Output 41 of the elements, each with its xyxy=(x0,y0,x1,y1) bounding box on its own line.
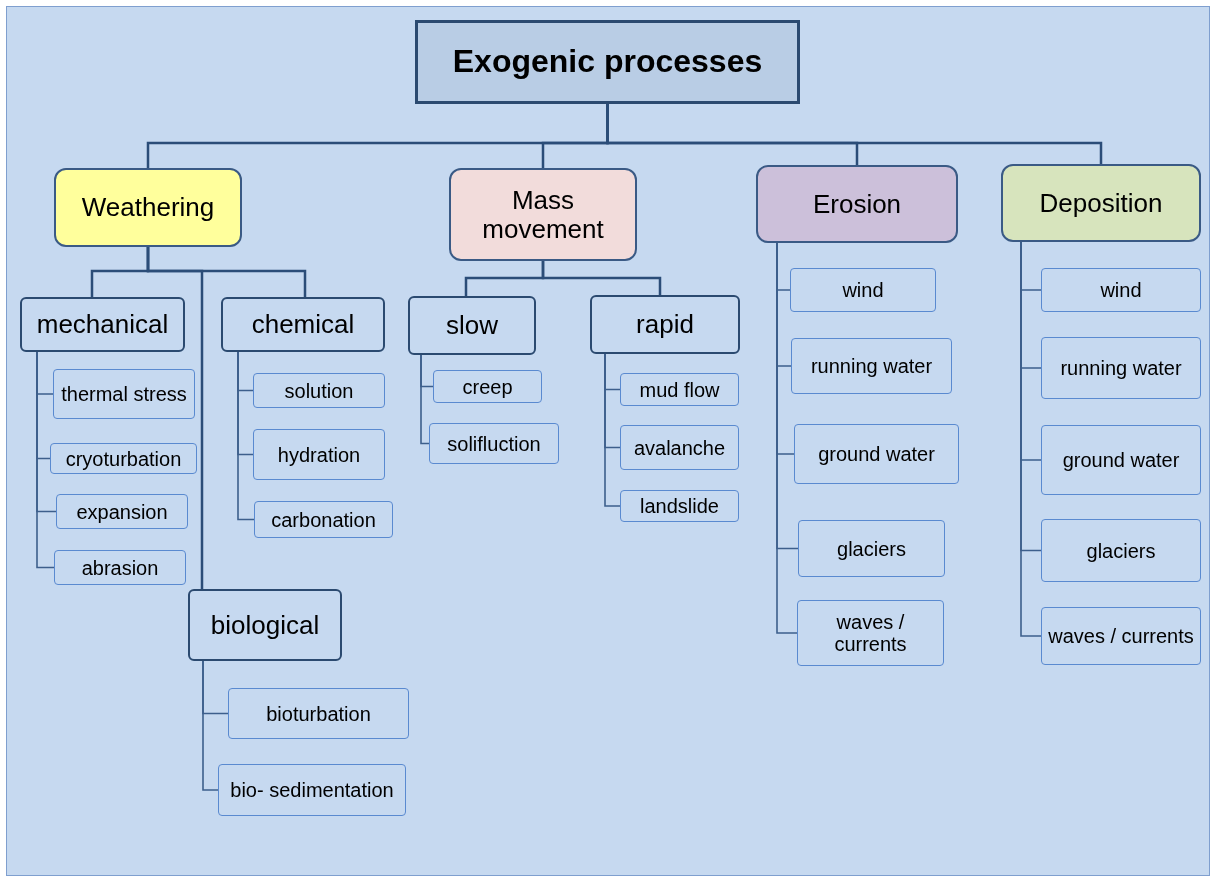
connector-line xyxy=(604,353,621,507)
category-box: slow xyxy=(408,296,536,355)
leaf-box: expansion xyxy=(56,494,188,529)
leaf-box: ground water xyxy=(1041,425,1201,495)
category-box: Mass movement xyxy=(449,168,637,261)
leaf-box: landslide xyxy=(620,490,739,522)
category-box: Erosion xyxy=(756,165,958,243)
category-box: rapid xyxy=(590,295,740,354)
connector-line xyxy=(146,247,204,589)
leaf-box: running water xyxy=(791,338,952,394)
leaf-box: bio- sedimentation xyxy=(218,764,406,816)
connector-line xyxy=(237,351,255,521)
leaf-box: solution xyxy=(253,373,385,408)
category-box: Deposition xyxy=(1001,164,1201,242)
leaf-box: wind xyxy=(790,268,936,312)
leaf-box: running water xyxy=(1041,337,1201,399)
connector-line xyxy=(541,261,662,295)
leaf-box: carbonation xyxy=(254,501,393,538)
category-box: biological xyxy=(188,589,342,661)
connector-line xyxy=(36,351,55,569)
leaf-box: waves / currents xyxy=(1041,607,1201,665)
leaf-box: avalanche xyxy=(620,425,739,470)
leaf-box: glaciers xyxy=(1041,519,1201,582)
leaf-box: wind xyxy=(1041,268,1201,312)
leaf-box: waves / currents xyxy=(797,600,944,666)
leaf-box: abrasion xyxy=(54,550,186,585)
leaf-box: bioturbation xyxy=(228,688,409,739)
leaf-box: solifluction xyxy=(429,423,559,464)
leaf-box: mud flow xyxy=(620,373,739,406)
leaf-box: ground water xyxy=(794,424,959,484)
category-box: mechanical xyxy=(20,297,185,352)
leaf-box: thermal stress xyxy=(53,369,195,419)
category-box: Weathering xyxy=(54,168,242,247)
leaf-box: creep xyxy=(433,370,542,403)
title-box: Exogenic processes xyxy=(415,20,800,104)
leaf-box: cryoturbation xyxy=(50,443,197,474)
connector-line xyxy=(202,660,219,791)
connector-line xyxy=(420,354,430,445)
leaf-box: hydration xyxy=(253,429,385,480)
category-box: chemical xyxy=(221,297,385,352)
leaf-box: glaciers xyxy=(798,520,945,577)
